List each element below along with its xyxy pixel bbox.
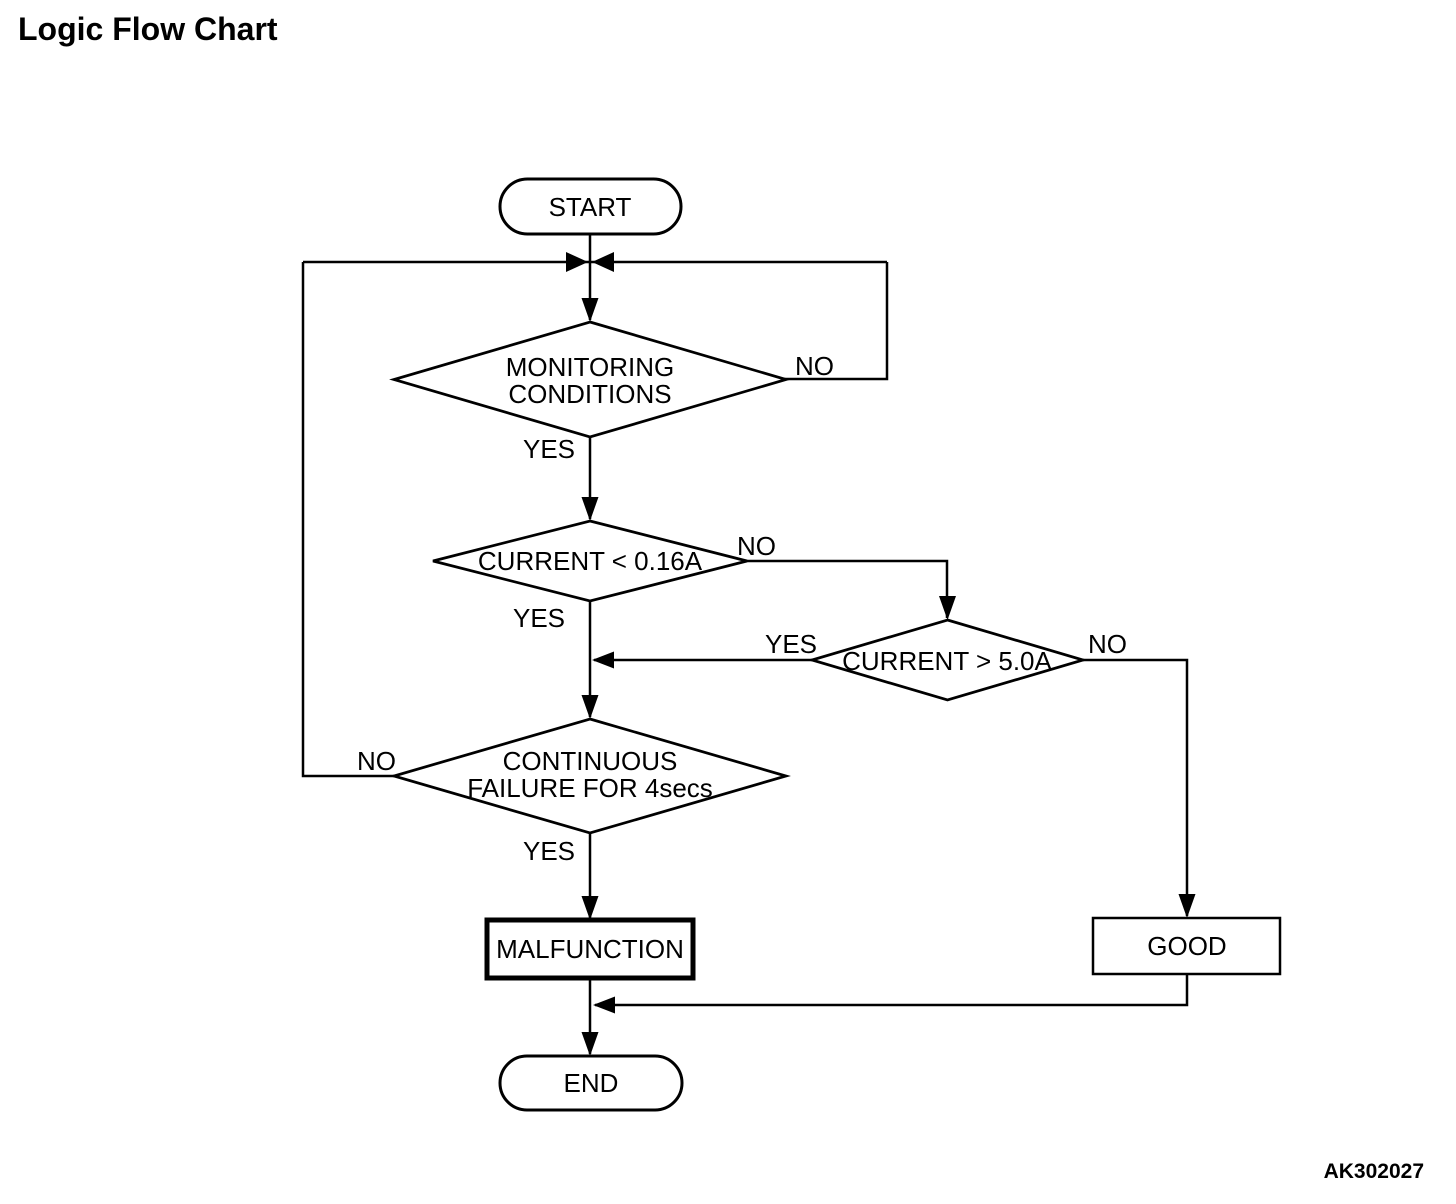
arrowhead-into-continuous-icon: [581, 695, 599, 719]
malfunction-label: MALFUNCTION: [496, 934, 684, 964]
edge-continuous-no: [301, 262, 397, 778]
label-monitoring-yes: YES: [523, 434, 575, 464]
arrowhead-into-monitoring-icon: [581, 298, 599, 322]
edge-current-high-no: [1083, 658, 1189, 916]
start-node: [498, 177, 683, 236]
arrowhead-into-current-low-icon: [581, 497, 599, 521]
current-high-decision: [807, 618, 1088, 702]
edge-monitoring-no: [783, 262, 889, 381]
continuous-failure-decision: [389, 717, 791, 835]
arrowhead-good-merge-icon: [593, 996, 615, 1014]
edge-current-low-no: [747, 559, 949, 618]
good-node: [1091, 916, 1282, 976]
current-high-label: CURRENT > 5.0A: [842, 646, 1052, 676]
arrowhead-current-high-yes-icon: [592, 651, 614, 669]
malfunction-node: [484, 917, 696, 981]
monitoring-conditions-label-line1: MONITORING: [506, 352, 675, 382]
label-current-low-no: NO: [737, 531, 776, 561]
label-current-low-yes: YES: [513, 603, 565, 633]
label-continuous-yes: YES: [523, 836, 575, 866]
label-current-high-yes: YES: [765, 629, 817, 659]
end-node-label: END: [564, 1068, 619, 1098]
start-node-label: START: [549, 192, 632, 222]
figure-code: AK302027: [1324, 1160, 1424, 1183]
merge-arrowhead-left-icon: [592, 252, 614, 272]
arrowhead-into-end-icon: [581, 1032, 599, 1056]
label-current-high-no: NO: [1088, 629, 1127, 659]
monitoring-conditions-label-line2: CONDITIONS: [508, 379, 671, 409]
label-monitoring-no: NO: [795, 351, 834, 381]
continuous-failure-label-line1: CONTINUOUS: [503, 746, 678, 776]
label-continuous-no: NO: [357, 746, 396, 776]
end-node: [498, 1054, 684, 1112]
monitoring-conditions-decision: [389, 320, 791, 439]
arrowhead-into-current-high-icon: [939, 596, 956, 620]
good-label: GOOD: [1147, 931, 1226, 961]
current-low-label: CURRENT < 0.16A: [478, 546, 703, 576]
arrowhead-into-good-icon: [1178, 894, 1196, 918]
edge-good-to-end: [595, 974, 1189, 1007]
page-title: Logic Flow Chart: [18, 11, 278, 47]
arrowhead-into-malfunction-icon: [581, 896, 599, 920]
merge-arrowhead-right-icon: [566, 252, 588, 272]
current-low-decision: [432, 519, 748, 603]
continuous-failure-label-line2: FAILURE FOR 4secs: [467, 773, 713, 803]
